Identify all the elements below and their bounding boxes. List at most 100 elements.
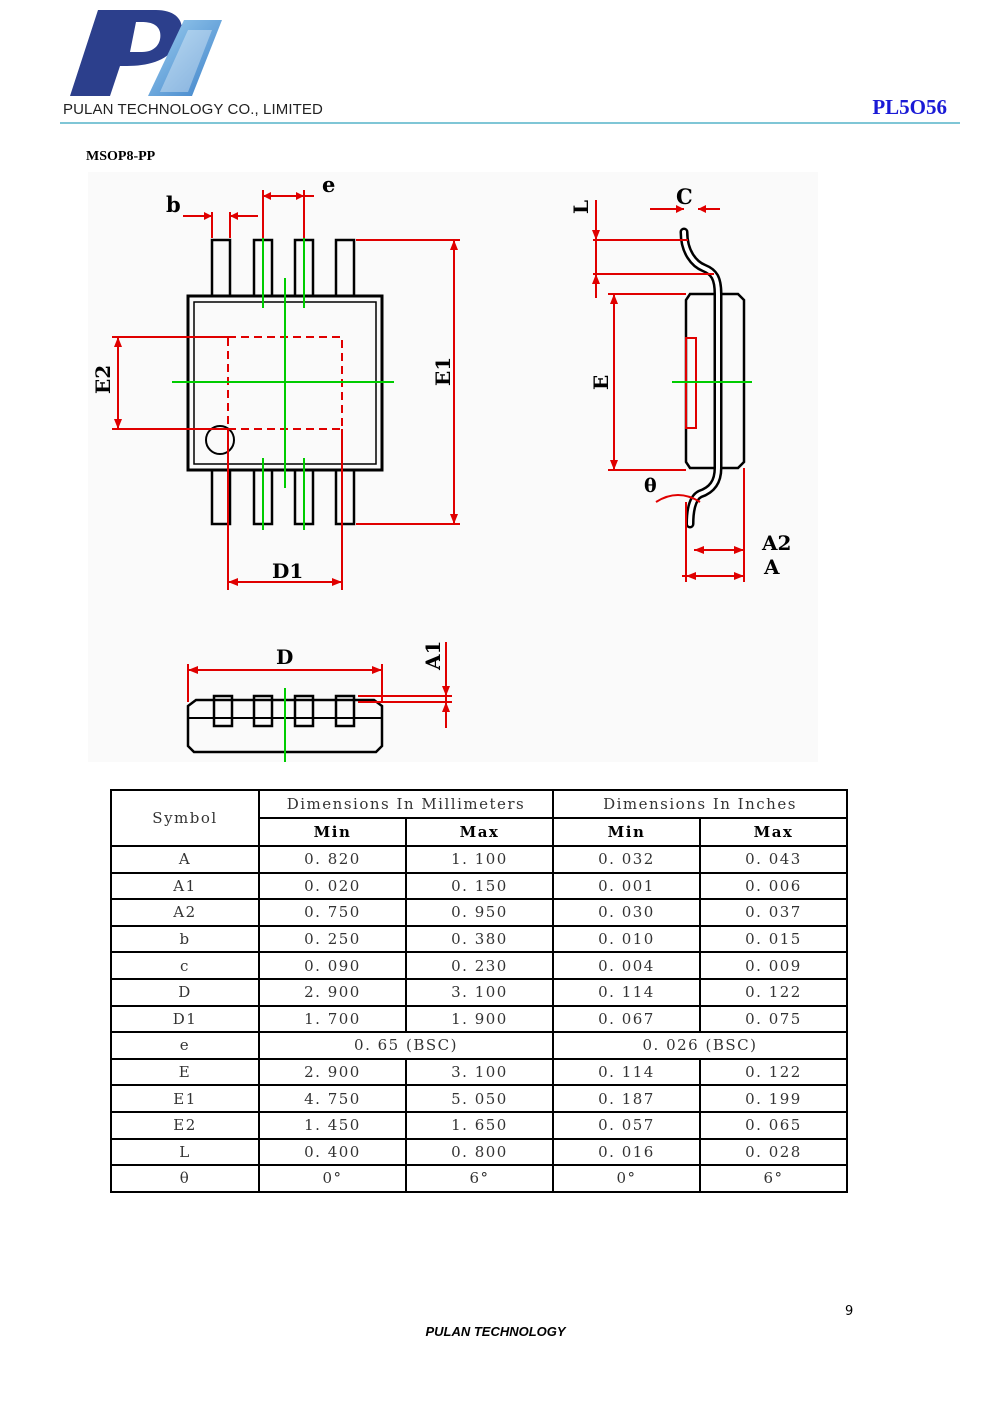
cell-symbol: e bbox=[110, 1031, 260, 1060]
cell-in-max: 0. 009 bbox=[699, 951, 848, 980]
header-mm-min: Min bbox=[258, 817, 407, 847]
cell-symbol: E1 bbox=[110, 1084, 260, 1113]
label-d1: D1 bbox=[272, 559, 303, 583]
cell-mm-max: 1. 650 bbox=[405, 1110, 554, 1140]
label-a1: A1 bbox=[421, 641, 445, 671]
cell-mm-min: 1. 450 bbox=[258, 1110, 407, 1140]
cell-in-min: 0. 004 bbox=[552, 951, 701, 980]
cell-mm-min: 0. 020 bbox=[258, 871, 407, 901]
page-number: 9 bbox=[845, 1304, 854, 1319]
cell-mm-min: 1. 700 bbox=[258, 1004, 407, 1034]
cell-in-max: 0. 065 bbox=[699, 1110, 848, 1140]
cell-mm-min: 0° bbox=[258, 1164, 407, 1193]
cell-symbol: D bbox=[110, 977, 260, 1007]
header-inches: Dimensions In Inches bbox=[552, 789, 848, 819]
cell-in-max: 0. 122 bbox=[699, 1057, 848, 1087]
label-l: L bbox=[569, 200, 593, 214]
cell-mm-max: 0. 800 bbox=[405, 1137, 554, 1167]
cell-symbol: θ bbox=[110, 1164, 260, 1193]
cell-mm-max: 3. 100 bbox=[405, 1057, 554, 1087]
cell-in-max: 0. 122 bbox=[699, 977, 848, 1007]
cell-in-min: 0. 010 bbox=[552, 924, 701, 954]
cell-mm-max: 0. 150 bbox=[405, 871, 554, 901]
cell-mm-max: 6° bbox=[405, 1164, 554, 1193]
cell-in-max: 0. 199 bbox=[699, 1084, 848, 1113]
cell-mm-min: 0. 090 bbox=[258, 951, 407, 980]
label-d: D bbox=[276, 645, 293, 669]
cell-symbol: b bbox=[110, 924, 260, 954]
cell-in-min: 0. 032 bbox=[552, 845, 701, 874]
label-e2: E2 bbox=[91, 365, 115, 394]
header-divider bbox=[60, 122, 960, 124]
cell-in-min: 0. 114 bbox=[552, 977, 701, 1007]
cell-in-max: 0. 037 bbox=[699, 898, 848, 927]
cell-in-min: 0. 187 bbox=[552, 1084, 701, 1113]
header-in-min: Min bbox=[552, 817, 701, 847]
cell-in-min: 0° bbox=[552, 1164, 701, 1193]
label-e-side: E bbox=[589, 375, 613, 390]
cell-in-max: 0. 043 bbox=[699, 845, 848, 874]
header-mm-max: Max bbox=[405, 817, 554, 847]
cell-mm-min: 0. 400 bbox=[258, 1137, 407, 1167]
footer-text: PULAN TECHNOLOGY bbox=[425, 1324, 566, 1339]
cell-mm-min: 2. 900 bbox=[258, 1057, 407, 1087]
header-symbol: Symbol bbox=[110, 789, 260, 847]
label-b: b bbox=[166, 192, 181, 217]
cell-mm-min: 0. 820 bbox=[258, 845, 407, 874]
cell-in-min: 0. 057 bbox=[552, 1110, 701, 1140]
cell-symbol: L bbox=[110, 1137, 260, 1167]
cell-mm-max: 5. 050 bbox=[405, 1084, 554, 1113]
cell-mm-max: 3. 100 bbox=[405, 977, 554, 1007]
cell-in-min: 0. 030 bbox=[552, 898, 701, 927]
cell-symbol: E2 bbox=[110, 1110, 260, 1140]
dimensions-table: Symbol Dimensions In Millimeters Dimensi… bbox=[110, 789, 848, 1193]
cell-mm-max: 1. 100 bbox=[405, 845, 554, 874]
cell-mm-min: 4. 750 bbox=[258, 1084, 407, 1113]
cell-in-max: 0. 075 bbox=[699, 1004, 848, 1034]
cell-in-max: 6° bbox=[699, 1164, 848, 1193]
cell-mm-max: 0. 380 bbox=[405, 924, 554, 954]
cell-mm-min: 0. 250 bbox=[258, 924, 407, 954]
cell-symbol: D1 bbox=[110, 1004, 260, 1034]
cell-in-bsc: 0. 026 (BSC) bbox=[552, 1031, 848, 1060]
cell-mm-max: 0. 950 bbox=[405, 898, 554, 927]
package-title: MSOP8-PP bbox=[86, 149, 156, 164]
cell-symbol: A bbox=[110, 845, 260, 874]
cell-in-max: 0. 015 bbox=[699, 924, 848, 954]
cell-symbol: A2 bbox=[110, 898, 260, 927]
header-millimeters: Dimensions In Millimeters bbox=[258, 789, 554, 819]
cell-symbol: A1 bbox=[110, 871, 260, 901]
cell-symbol: E bbox=[110, 1057, 260, 1087]
label-a2: A2 bbox=[761, 531, 791, 555]
header-in-max: Max bbox=[699, 817, 848, 847]
package-outline-drawing: b e E2 E1 D1 L C E θ A2 A bbox=[88, 172, 818, 762]
cell-mm-min: 2. 900 bbox=[258, 977, 407, 1007]
company-logo bbox=[70, 10, 222, 96]
cell-in-min: 0. 067 bbox=[552, 1004, 701, 1034]
cell-symbol: c bbox=[110, 951, 260, 980]
cell-mm-min: 0. 750 bbox=[258, 898, 407, 927]
cell-mm-max: 1. 900 bbox=[405, 1004, 554, 1034]
cell-in-min: 0. 114 bbox=[552, 1057, 701, 1087]
label-theta: θ bbox=[644, 475, 657, 497]
label-c: C bbox=[676, 184, 693, 209]
cell-mm-bsc: 0. 65 (BSC) bbox=[258, 1031, 554, 1060]
cell-in-min: 0. 001 bbox=[552, 871, 701, 901]
cell-in-min: 0. 016 bbox=[552, 1137, 701, 1167]
cell-mm-max: 0. 230 bbox=[405, 951, 554, 980]
part-number: PL5O56 bbox=[872, 95, 947, 119]
label-a: A bbox=[763, 555, 780, 579]
company-name: PULAN TECHNOLOGY CO., LIMITED bbox=[63, 101, 323, 118]
cell-in-max: 0. 028 bbox=[699, 1137, 848, 1167]
